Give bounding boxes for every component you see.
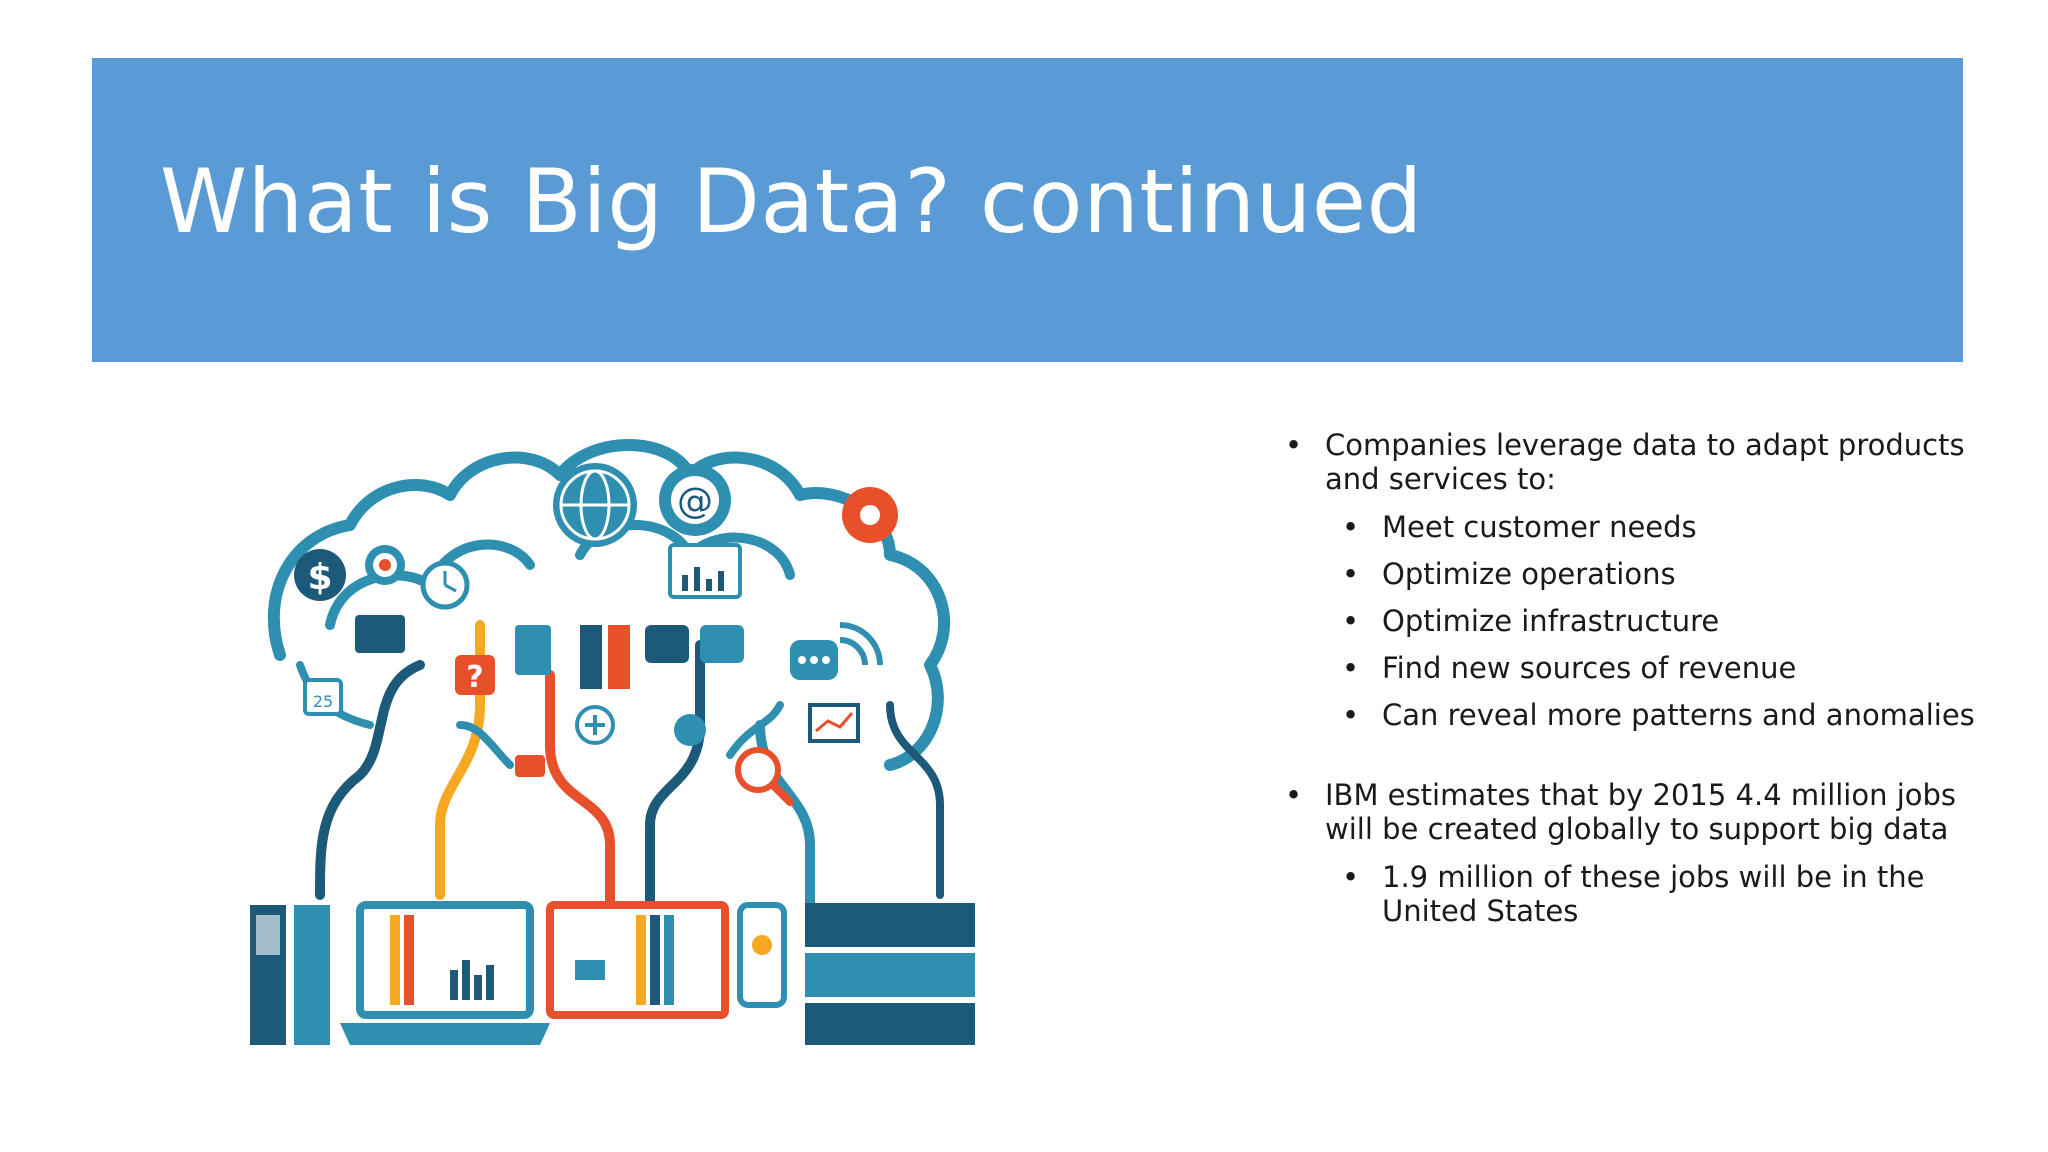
plus-circle-icon <box>575 705 615 745</box>
magnifier-icon <box>735 747 794 806</box>
dots-bubble-icon <box>790 640 838 680</box>
bullet-list: Companies leverage data to adapt product… <box>1285 428 2005 928</box>
sub-bullet: Optimize operations <box>1342 557 2005 591</box>
calculator-icon <box>515 625 551 675</box>
chat-icon <box>645 625 689 663</box>
flow-line-red <box>545 670 615 910</box>
flow-arrow-mid <box>456 721 514 769</box>
big-data-illustration: @ $ ? 25 <box>250 439 975 1045</box>
shopping-screen-icon <box>546 901 729 1019</box>
binder-icon-2 <box>608 625 630 689</box>
flow-line-dark <box>315 660 425 900</box>
chart-doc-icon <box>668 543 742 599</box>
server-tower-icon <box>250 905 330 1045</box>
flow-line-teal <box>645 640 705 910</box>
orange-gear-icon <box>842 487 898 543</box>
flow-line-orange <box>435 620 485 900</box>
flow-line-right <box>886 701 944 899</box>
share-icon <box>674 714 706 746</box>
clock-icon <box>420 560 470 610</box>
chat-icon-2 <box>700 625 744 663</box>
globe-icon <box>553 463 637 547</box>
cup-icon <box>515 755 545 777</box>
svg-text:@: @ <box>677 481 713 522</box>
briefcase-icon <box>355 615 405 653</box>
server-rack-icon <box>805 903 975 1045</box>
question-icon: ? <box>455 655 495 695</box>
dollar-icon: $ <box>294 549 346 601</box>
calendar-icon: 25 <box>303 678 343 716</box>
target-icon <box>365 545 405 585</box>
at-gear-icon: @ <box>659 464 731 536</box>
binder-icon <box>580 625 602 689</box>
sub-bullet: Find new sources of revenue <box>1342 651 2005 685</box>
sub-bullet: Meet customer needs <box>1342 510 2005 544</box>
presentation-icon <box>808 703 860 743</box>
svg-text:?: ? <box>466 660 483 695</box>
laptop-icon <box>340 901 550 1045</box>
flow-line-blue <box>755 720 815 910</box>
flow-arrow-right <box>726 701 784 759</box>
title-banner: What is Big Data? continued <box>92 58 1963 362</box>
phone-icon <box>737 902 787 1008</box>
bullet-companies: Companies leverage data to adapt product… <box>1285 428 2005 496</box>
sub-bullet: Can reveal more patterns and anomalies <box>1342 698 2005 732</box>
wifi-icon <box>839 622 883 666</box>
slide-title: What is Big Data? continued <box>160 150 1423 253</box>
sub-bullet: 1.9 million of these jobs will be in the… <box>1342 860 2005 928</box>
sub-bullet: Optimize infrastructure <box>1342 604 2005 638</box>
bullet-ibm: IBM estimates that by 2015 4.4 million j… <box>1285 778 2005 846</box>
svg-text:25: 25 <box>313 692 333 711</box>
svg-text:$: $ <box>307 557 332 598</box>
